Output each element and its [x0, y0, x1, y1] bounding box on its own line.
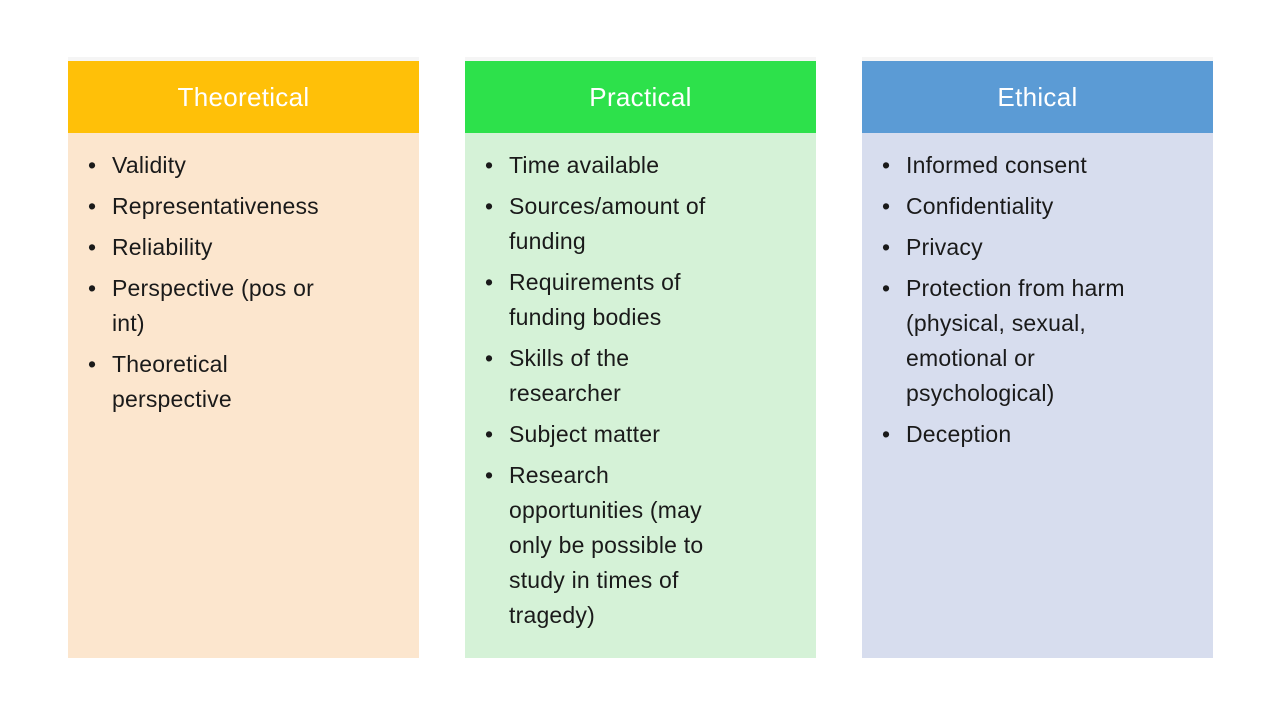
list-item: • Sources/amount of funding [485, 189, 804, 259]
list-item: • Privacy [882, 230, 1201, 265]
list-item-text: Protection from harm (physical, sexual, … [906, 275, 1125, 406]
list-item-text: Perspective (pos or int) [112, 275, 314, 336]
bullet-icon: • [882, 234, 891, 260]
column-title: Theoretical [177, 81, 310, 112]
list-item-text: Deception [906, 421, 1012, 447]
list-item-text: Sources/amount of funding [509, 193, 706, 254]
list-item: • Requirements of funding bodies [485, 265, 804, 335]
list-item-text: Research opportunities (may only be poss… [509, 462, 704, 628]
list-item: • Informed consent [882, 148, 1201, 183]
bullet-icon: • [485, 345, 494, 371]
list-item-text: Informed consent [906, 152, 1087, 178]
list-item: • Subject matter [485, 417, 804, 452]
bullet-icon: • [88, 193, 97, 219]
list-item: • Protection from harm (physical, sexual… [882, 271, 1201, 411]
list-item: • Confidentiality [882, 189, 1201, 224]
column-header: Practical [465, 61, 816, 133]
column-body: • Validity • Representativeness • Reliab… [68, 133, 419, 658]
bullet-icon: • [882, 275, 891, 301]
bullet-icon: • [882, 421, 891, 447]
list-item: • Validity [88, 148, 407, 183]
bullet-icon: • [88, 275, 97, 301]
column-body: • Time available • Sources/amount of fun… [465, 133, 816, 658]
list-item: • Reliability [88, 230, 407, 265]
list-item: • Research opportunities (may only be po… [485, 458, 804, 633]
column-header: Theoretical [68, 61, 419, 133]
column-header: Ethical [862, 61, 1213, 133]
column-body: • Informed consent • Confidentiality • P… [862, 133, 1213, 658]
bullet-icon: • [88, 152, 97, 178]
bullet-icon: • [485, 269, 494, 295]
list-item: • Representativeness [88, 189, 407, 224]
list-item: • Theoretical perspective [88, 347, 407, 417]
list-item: • Skills of the researcher [485, 341, 804, 411]
list-item-text: Subject matter [509, 421, 661, 447]
bullet-icon: • [882, 193, 891, 219]
list-item-text: Confidentiality [906, 193, 1054, 219]
category-columns-row: Theoretical • Validity • Representativen… [68, 61, 1213, 658]
column-title: Practical [589, 81, 692, 112]
list-item: • Deception [882, 417, 1201, 452]
list-item-text: Requirements of funding bodies [509, 269, 681, 330]
list-item: • Perspective (pos or int) [88, 271, 407, 341]
bullet-icon: • [485, 152, 494, 178]
category-column-practical: Practical • Time available • Sources/amo… [465, 61, 816, 658]
bullet-icon: • [88, 351, 97, 377]
category-column-ethical: Ethical • Informed consent • Confidentia… [862, 61, 1213, 658]
list-item-text: Time available [509, 152, 660, 178]
list-item-text: Privacy [906, 234, 983, 260]
column-title: Ethical [997, 81, 1078, 112]
bullet-icon: • [882, 152, 891, 178]
bullet-icon: • [485, 462, 494, 488]
list-item-text: Reliability [112, 234, 213, 260]
list-item: • Time available [485, 148, 804, 183]
list-item-text: Theoretical perspective [112, 351, 232, 412]
bullet-icon: • [485, 193, 494, 219]
list-item-text: Validity [112, 152, 187, 178]
list-item-text: Skills of the researcher [509, 345, 630, 406]
bullet-icon: • [485, 421, 494, 447]
list-item-text: Representativeness [112, 193, 319, 219]
bullet-icon: • [88, 234, 97, 260]
category-column-theoretical: Theoretical • Validity • Representativen… [68, 61, 419, 658]
